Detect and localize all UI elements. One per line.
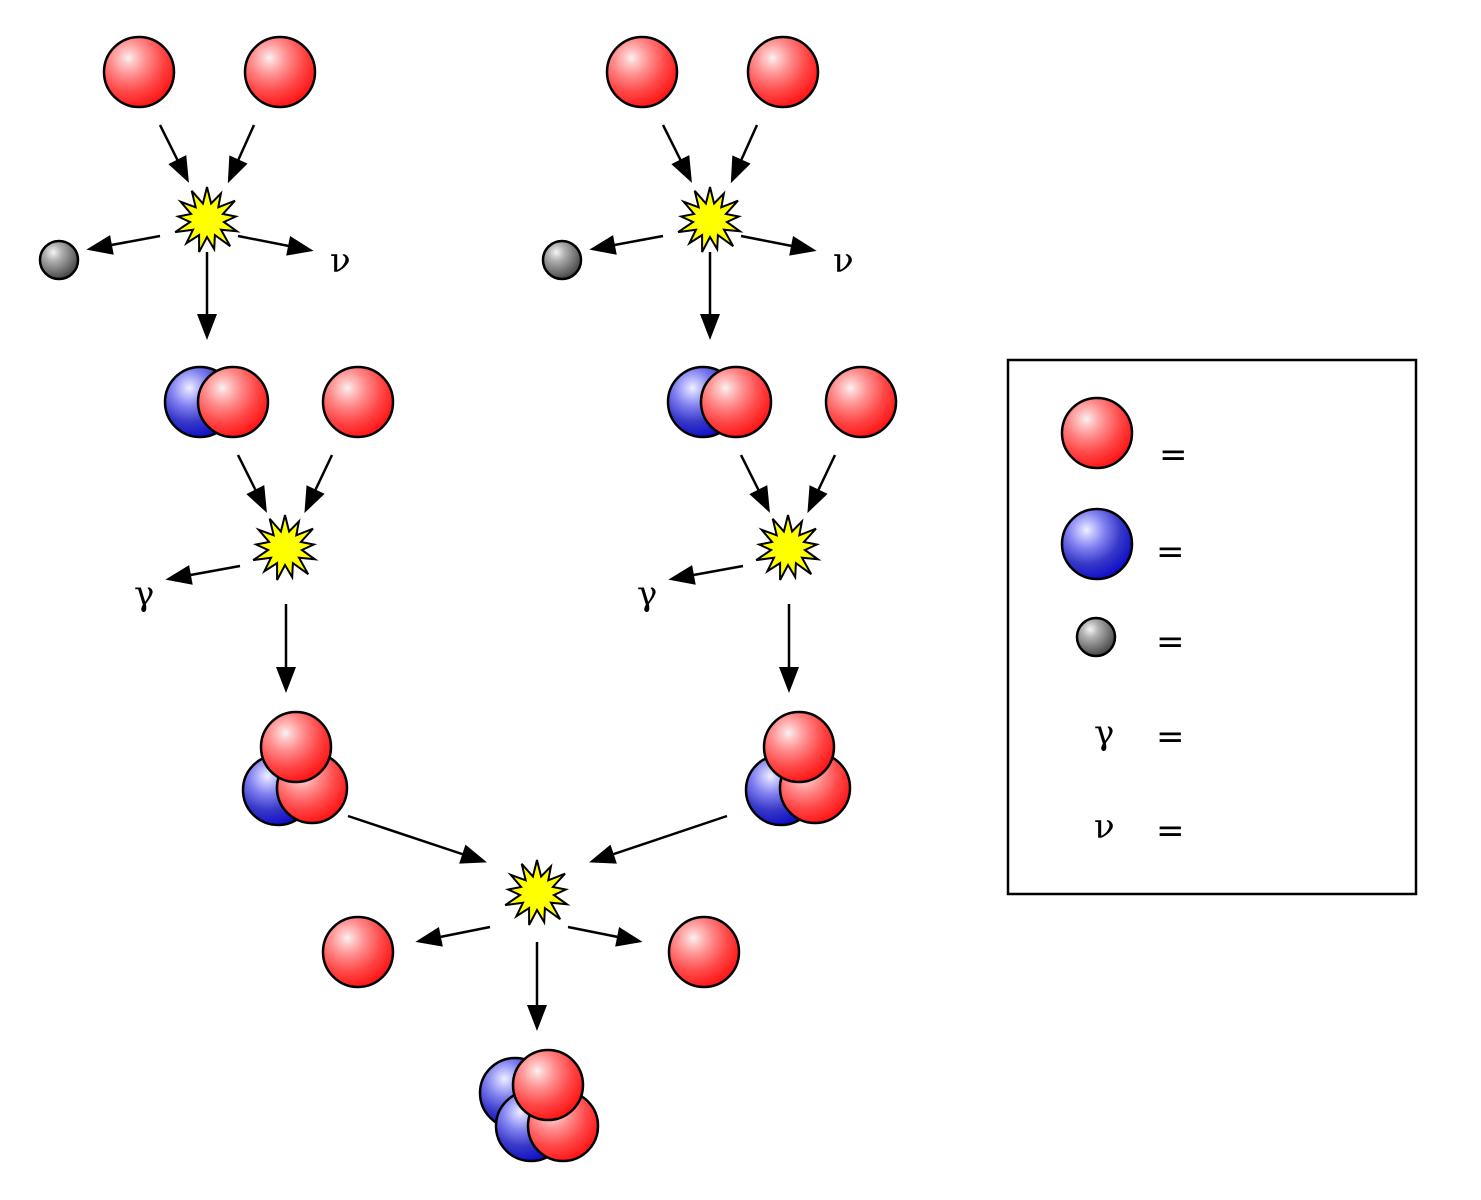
proton [102,35,176,109]
arrow [237,234,314,256]
proton [824,365,898,439]
arrow [236,454,267,513]
positron [38,239,80,281]
legend-gamma-symbol: γ [1094,713,1114,753]
arrow [304,454,334,514]
legend-proton-icon [1060,396,1134,470]
arrow [589,234,664,255]
burst-icon [504,859,568,926]
burst-icon [755,514,819,581]
arrow [730,124,759,184]
proton [746,35,820,109]
proton [243,35,317,109]
arrow [165,564,241,585]
arrow [668,564,744,585]
legend-neutron-icon [1060,507,1134,581]
legend-equals: = [1156,532,1185,572]
arrow [567,925,643,947]
right-branch: ν γ [541,35,898,827]
proton [699,365,773,439]
legend-neutrino-symbol: ν [1094,807,1115,847]
legend-equals: = [1156,717,1185,757]
gamma-symbol: γ [637,574,657,614]
proton [321,915,395,989]
arrow [739,454,770,513]
left-branch: ν γ [38,35,395,827]
positron [541,239,583,281]
arrow [740,234,817,256]
neutrino-symbol: ν [833,241,854,281]
proton [511,1048,585,1122]
proton [667,915,741,989]
helium-fusion [321,814,741,1163]
arrow [86,234,161,255]
proton [605,35,679,109]
arrow [415,925,491,947]
arrow [347,814,487,864]
proton [196,365,270,439]
arrow [158,124,189,183]
arrow [807,454,837,514]
arrow [589,814,728,864]
proton [259,710,333,784]
proton [321,365,395,439]
legend-equals: = [1159,435,1188,475]
legend-positron-icon [1075,616,1117,658]
legend: = = = γ = ν = [1006,358,1418,896]
legend-equals: = [1156,622,1185,662]
arrow [227,124,256,184]
proton [762,710,836,784]
arrow [661,124,692,183]
burst-icon [252,514,316,581]
legend-equals: = [1156,811,1185,851]
neutrino-symbol: ν [330,241,351,281]
gamma-symbol: γ [134,574,154,614]
burst-icon [174,186,238,253]
burst-icon [677,186,741,253]
